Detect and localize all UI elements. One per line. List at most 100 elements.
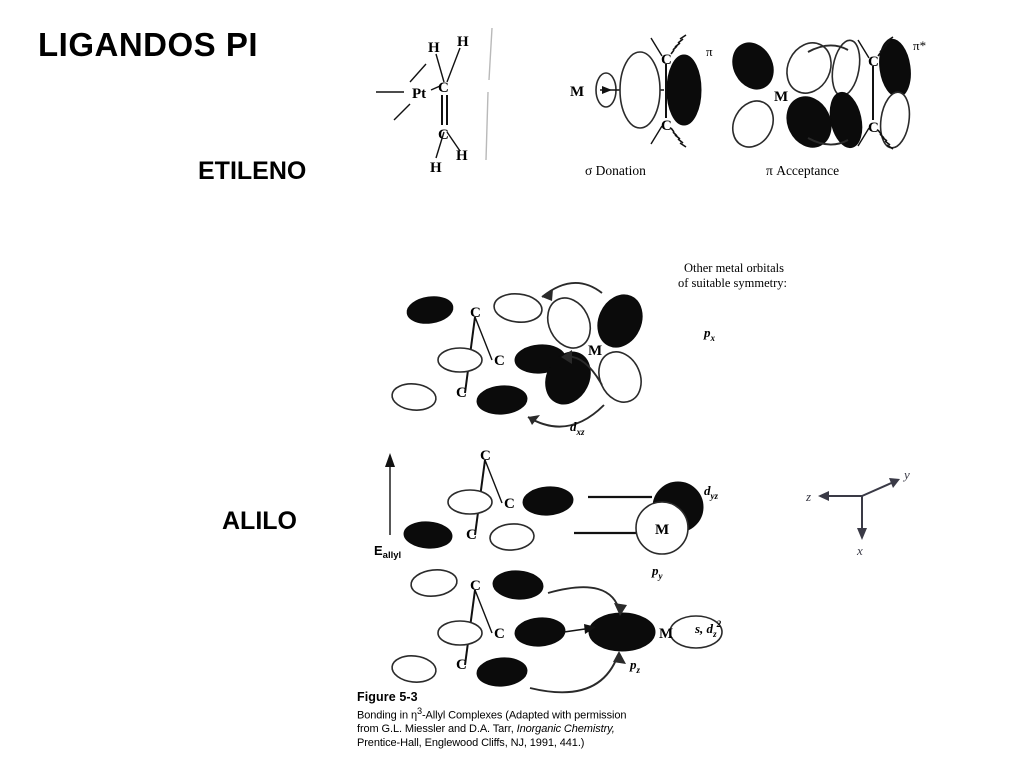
allyl-carbon-3-row1: C xyxy=(456,385,467,401)
allyl-carbon-2-row1: C xyxy=(494,353,505,369)
caption-text-pre: Bonding in xyxy=(357,709,411,722)
svg-text:px: px xyxy=(703,325,716,343)
allyl-lobe-c2-left-row3 xyxy=(437,620,483,646)
svg-text:dyz: dyz xyxy=(704,483,718,501)
page-title: LIGANDOS PI xyxy=(38,26,259,63)
figure-number: Figure 5-3 xyxy=(357,690,418,704)
panel-divider xyxy=(485,27,493,161)
interaction-arrow-bottom-row3 xyxy=(529,654,619,694)
pi-acceptance-caption: π Acceptance xyxy=(766,163,839,178)
x-axis-label: x xyxy=(856,543,863,558)
other-orbitals-note-line1: Other metal orbitals xyxy=(684,261,784,275)
figure-caption-line-3: Prentice-Hall, Englewood Cliffs, NJ, 199… xyxy=(357,736,585,749)
donation-arrowhead-row3 xyxy=(584,624,596,634)
z-axis-arrowhead xyxy=(818,491,829,501)
svg-text:dxz: dxz xyxy=(570,419,585,437)
atom-label-h2: H xyxy=(457,34,469,50)
donation-arrowhead xyxy=(602,86,612,94)
allyl-lobe-c1-left-row3 xyxy=(410,569,458,597)
z-axis-label: z xyxy=(805,489,811,504)
arrowhead-bottom-row1 xyxy=(528,415,540,425)
arrowhead-top-row3 xyxy=(614,603,627,616)
hash-bond-top xyxy=(670,34,687,55)
atom-label-h1: H xyxy=(428,40,440,56)
ethylene-bonding-figure: Pt C C H H H H xyxy=(368,20,928,200)
sigma-donation-panel: M C C xyxy=(570,34,713,178)
svg-text:py: py xyxy=(651,563,664,581)
allyl-row-dxz: C C C M xyxy=(391,281,716,437)
other-orbital-label-row3: pz xyxy=(629,657,641,675)
eta-superscript: 3 xyxy=(416,706,422,716)
other-orbital-label-row1: px xyxy=(703,325,716,343)
allyl-lobe-c1-right-row3 xyxy=(492,570,544,600)
hash-bond-pi-top xyxy=(877,36,894,57)
allyl-row-dyz: Eallyl C C C M xyxy=(374,448,718,581)
arrowhead-top-row1 xyxy=(542,289,553,301)
atom-label-c-top: C xyxy=(438,80,449,96)
allyl-lobe-c1-left-row1 xyxy=(406,296,454,324)
hash-bond-bottom xyxy=(670,127,687,148)
allyl-lobe-c3-right-row1 xyxy=(476,385,528,415)
pistar-lobe-outer-bottom xyxy=(879,91,911,149)
allyl-carbon-2-row2: C xyxy=(504,496,515,512)
metal-d-lobe-ur-row1 xyxy=(597,294,643,348)
metal-label-pi: M xyxy=(774,89,788,105)
allyl-bonding-figure: Other metal orbitals of suitable symmetr… xyxy=(352,245,932,715)
interaction-arrow-bottom-row1 xyxy=(527,404,605,428)
pi-orbital-filled-lobe xyxy=(666,54,702,126)
pistar-lobe-inner-top xyxy=(831,39,861,97)
allyl-lobe-c3-left-row2 xyxy=(403,521,453,549)
allyl-lobe-c1-right-row1 xyxy=(493,293,543,323)
metal-s-lobe-filled-row3 xyxy=(588,612,656,652)
metal-d-lobe-lower-left xyxy=(731,100,775,148)
hash-bond-pi-bottom xyxy=(877,129,894,150)
metal-d-lobe-ul-row1 xyxy=(546,297,592,349)
pi-orbital-open-lobe xyxy=(619,51,661,129)
pi-orbital-label-sigma-panel: π xyxy=(706,44,713,59)
arrowhead-bottom-row3 xyxy=(613,651,626,664)
interaction-arrow-top-row3 xyxy=(547,586,621,614)
metal-s-lobe-open-row3 xyxy=(669,615,723,649)
section-label-ethylene: ETILENO xyxy=(198,157,307,185)
figure-caption: Figure 5-3 Bonding in η3-Allyl Complexes… xyxy=(357,690,677,750)
allyl-lobe-c3-left-row1 xyxy=(391,383,437,411)
allyl-carbon-1-row1: C xyxy=(470,305,481,321)
pt-ethylene-structure: Pt C C H H H H xyxy=(376,34,469,176)
interaction-arrow-top-row1 xyxy=(541,281,603,298)
svg-text:pz: pz xyxy=(629,657,641,675)
metal-label-row2: M xyxy=(655,522,669,538)
energy-arrowhead xyxy=(385,453,395,467)
allyl-carbon-3-row2: C xyxy=(466,527,477,543)
allyl-lobe-c2-left-row2 xyxy=(447,489,493,515)
metal-label-row3: M xyxy=(659,626,673,642)
figure-caption-line-1: Bonding in η3-Allyl Complexes (Adapted w… xyxy=(357,705,677,723)
coordinate-axes-diagram: z y x xyxy=(800,455,930,565)
metal-p-lobe-open-row2 xyxy=(635,501,689,555)
metal-orbital-label-row3: s, dz2 xyxy=(694,619,722,639)
carbon-label-sigma-bottom: C xyxy=(661,118,672,134)
overlap-curve-bottom xyxy=(807,137,849,146)
atom-label-h4: H xyxy=(456,148,468,164)
caption-journal-title: Inorganic Chemistry, xyxy=(516,723,615,736)
allyl-carbon-1-row2: C xyxy=(480,448,491,464)
overlap-curve-top xyxy=(807,44,849,53)
energy-axis: Eallyl xyxy=(374,453,401,561)
other-orbitals-note-line2: of suitable symmetry: xyxy=(678,276,787,290)
section-label-allyl: ALILO xyxy=(222,507,297,535)
y-axis-arrowhead xyxy=(889,478,900,488)
allyl-lobe-c2-right-row3 xyxy=(514,617,566,647)
arrowhead-mid-row1 xyxy=(561,350,572,364)
atom-label-pt: Pt xyxy=(412,86,426,102)
metal-orbital-label-row1: dxz xyxy=(570,419,585,437)
carbon-label-pi-top: C xyxy=(868,54,879,70)
metal-d-lobe-upper-left xyxy=(732,42,774,90)
eta-symbol: η xyxy=(410,709,417,722)
allyl-carbon-3-row3: C xyxy=(456,657,467,673)
energy-axis-label: Eallyl xyxy=(374,543,401,561)
other-orbital-label-row2: py xyxy=(651,563,664,581)
allyl-lobe-c2-right-row2 xyxy=(522,486,574,516)
sigma-donation-caption: σ Donation xyxy=(585,163,646,178)
allyl-lobe-c3-right-row2 xyxy=(489,523,535,551)
metal-label-row1: M xyxy=(588,343,602,359)
